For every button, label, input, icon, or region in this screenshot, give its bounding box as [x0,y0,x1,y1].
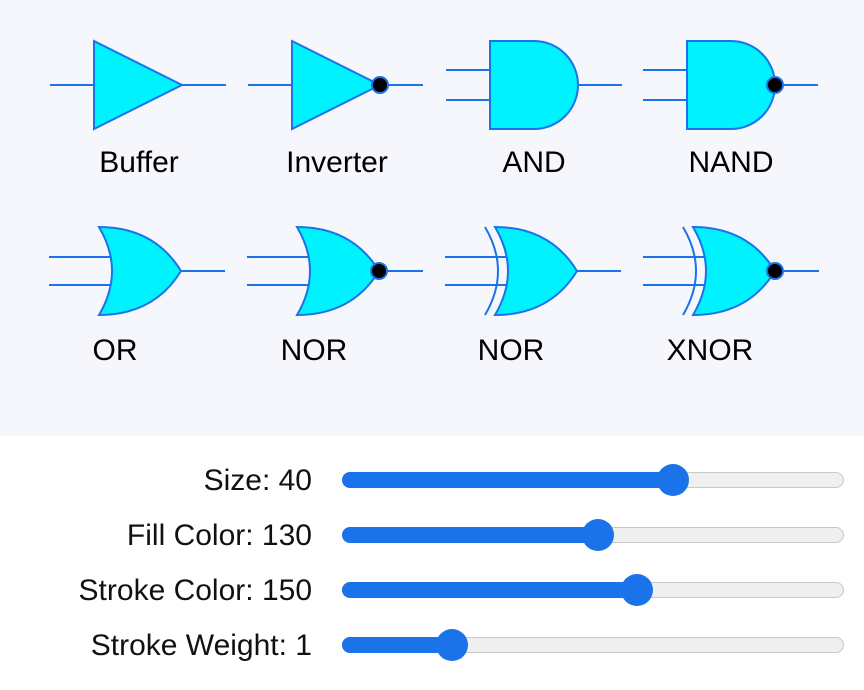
size-label: Size: 40 [203,464,312,497]
gate-label-nand: NAND [688,146,773,179]
inversion-bubble [370,262,388,280]
gate-body [493,225,579,317]
inversion-bubble [371,76,389,94]
controls-panel: Size: 40 Fill Color: 130 Stroke Color: 1… [0,436,864,690]
and-gate [446,40,622,130]
inversion-bubble [766,262,784,280]
xor-curve [682,226,697,316]
xor-curve [484,226,499,316]
gate-body [291,39,383,131]
gate-label-nor: NOR [281,334,348,367]
gate-canvas: Buffer Inverter AND NAND OR NOR NOR XNOR [49,39,819,367]
slider-thumb[interactable] [436,629,469,661]
slider-fill [342,637,453,653]
stroke-weight-label: Stroke Weight: 1 [90,629,312,662]
fill-color-control: Fill Color: 130 [0,515,864,555]
gate-label-buffer: Buffer [99,146,179,179]
slider-thumb[interactable] [582,519,615,551]
gate-label-xor: NOR [478,334,545,367]
gate-label-or: OR [93,334,138,367]
stroke-color-control: Stroke Color: 150 [0,570,864,610]
size-control: Size: 40 [0,460,864,500]
inverter-gate [248,39,423,131]
stroke-color-slider[interactable] [342,574,844,606]
stroke-weight-control: Stroke Weight: 1 [0,625,864,665]
slider-fill [342,472,674,488]
fill-color-slider[interactable] [342,519,844,551]
gate-label-and: AND [502,146,565,179]
stroke-color-label: Stroke Color: 150 [78,574,312,607]
or-gate [49,225,225,317]
buffer-gate [50,39,226,131]
slider-fill [342,582,637,598]
gate-label-inverter: Inverter [286,146,388,179]
xnor-gate [643,225,819,317]
slider-thumb[interactable] [620,574,653,606]
xor-gate [445,225,621,317]
stroke-weight-slider[interactable] [342,629,844,661]
gate-body [686,40,776,130]
gates-diagram: Buffer Inverter AND NAND OR NOR NOR XNOR [49,39,819,367]
fill-color-label: Fill Color: 130 [126,519,312,552]
gate-body [295,225,381,317]
inversion-bubble [766,76,784,94]
slider-fill [342,527,599,543]
gate-body [93,39,185,131]
nor-gate [247,225,423,317]
gate-body [489,40,579,130]
nand-gate [643,40,818,130]
slider-thumb[interactable] [657,464,690,496]
gate-body [97,225,183,317]
size-slider[interactable] [342,464,844,496]
gate-label-xnor: XNOR [667,334,754,367]
gate-body [691,225,777,317]
